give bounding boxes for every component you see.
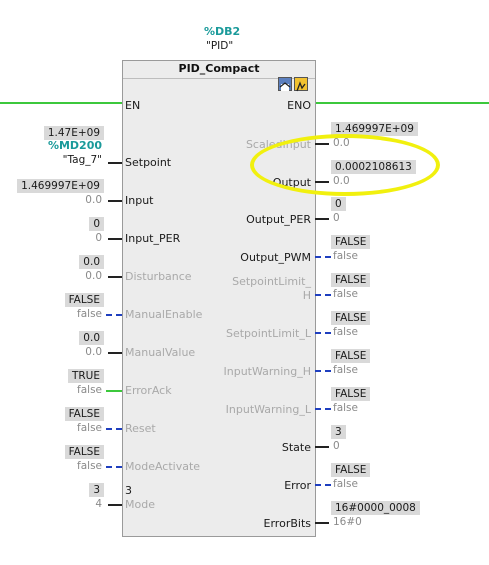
error-sub: false bbox=[333, 478, 358, 490]
inputwarning-l-sub: false bbox=[333, 402, 358, 414]
pin-mode-inner-value: 3 bbox=[125, 484, 132, 497]
pin-inputwarning-l-label: InputWarning_L bbox=[225, 403, 311, 416]
disturbance-sub: 0.0 bbox=[85, 270, 102, 282]
setpointlimit-h-sub: false bbox=[333, 288, 358, 300]
pin-manualvalue-label: ManualValue bbox=[125, 346, 196, 359]
inputwarning-h-value[interactable]: FALSE bbox=[331, 349, 371, 363]
pin-errorbits-label: ErrorBits bbox=[263, 517, 311, 530]
power-rail-left bbox=[0, 102, 122, 104]
pid-compact-block[interactable]: PID_Compact EN Setpoint Input Input_PER … bbox=[122, 60, 316, 537]
reset-value[interactable]: FALSE bbox=[64, 407, 104, 421]
highlight-ellipse bbox=[250, 134, 440, 196]
setpoint-address[interactable]: %MD200 bbox=[47, 139, 102, 152]
pin-mode-label: Mode bbox=[125, 498, 155, 511]
pin-setpointlimit-l-label: SetpointLimit_L bbox=[225, 327, 311, 340]
input-value[interactable]: 1.469997E+09 bbox=[17, 179, 104, 193]
db-symbol: "PID" bbox=[206, 40, 234, 52]
output-per-value[interactable]: 0 bbox=[331, 197, 346, 211]
pin-input-label: Input bbox=[125, 194, 154, 207]
errorack-value[interactable]: TRUE bbox=[67, 369, 104, 383]
open-editor-icon[interactable] bbox=[278, 77, 292, 91]
setpoint-tag[interactable]: "Tag_7" bbox=[62, 154, 102, 166]
input-sub: 0.0 bbox=[85, 194, 102, 206]
pin-reset-label: Reset bbox=[125, 422, 156, 435]
error-value[interactable]: FALSE bbox=[331, 463, 371, 477]
manualenable-sub: false bbox=[77, 308, 102, 320]
setpointlimit-h-value[interactable]: FALSE bbox=[331, 273, 371, 287]
pin-state-label: State bbox=[281, 441, 311, 454]
pin-setpoint-label: Setpoint bbox=[125, 156, 172, 169]
errorbits-value[interactable]: 16#0000_0008 bbox=[331, 501, 420, 515]
output-per-sub: 0 bbox=[333, 212, 340, 224]
errorbits-sub: 16#0 bbox=[333, 516, 362, 528]
output-pwm-sub: false bbox=[333, 250, 358, 262]
state-sub: 0 bbox=[333, 440, 340, 452]
pin-modeactivate-label: ModeActivate bbox=[125, 460, 201, 473]
inputwarning-h-sub: false bbox=[333, 364, 358, 376]
modeactivate-value[interactable]: FALSE bbox=[64, 445, 104, 459]
manualenable-value[interactable]: FALSE bbox=[64, 293, 104, 307]
pin-input-per-label: Input_PER bbox=[125, 232, 181, 245]
pin-output-pwm-label: Output_PWM bbox=[240, 251, 311, 264]
commissioning-icon[interactable] bbox=[294, 77, 308, 92]
manualvalue-value[interactable]: 0.0 bbox=[79, 331, 104, 345]
modeactivate-sub: false bbox=[77, 460, 102, 472]
input-per-sub: 0 bbox=[95, 232, 102, 244]
db-name: %DB2 bbox=[204, 25, 241, 38]
pin-disturbance-label: Disturbance bbox=[125, 270, 192, 283]
pin-eno-label: ENO bbox=[287, 99, 311, 112]
pin-error-label: Error bbox=[284, 479, 311, 492]
pin-setpointlimit-h-label-2: H bbox=[302, 289, 311, 302]
input-per-value[interactable]: 0 bbox=[89, 217, 104, 231]
reset-sub: false bbox=[77, 422, 102, 434]
mode-sub: 4 bbox=[95, 498, 102, 510]
mode-value[interactable]: 3 bbox=[89, 483, 104, 497]
setpointlimit-l-value[interactable]: FALSE bbox=[331, 311, 371, 325]
block-title: PID_Compact bbox=[178, 62, 260, 75]
setpointlimit-l-sub: false bbox=[333, 326, 358, 338]
state-value[interactable]: 3 bbox=[331, 425, 346, 439]
pin-en-label: EN bbox=[125, 99, 141, 112]
output-pwm-value[interactable]: FALSE bbox=[331, 235, 371, 249]
pin-inputwarning-h-label: InputWarning_H bbox=[223, 365, 311, 378]
inputwarning-l-value[interactable]: FALSE bbox=[331, 387, 371, 401]
power-rail-right bbox=[315, 102, 489, 104]
setpoint-value[interactable]: 1.47E+09 bbox=[43, 126, 104, 140]
scaledinput-value[interactable]: 1.469997E+09 bbox=[331, 122, 418, 136]
pin-output-per-label: Output_PER bbox=[246, 213, 311, 226]
manualvalue-sub: 0.0 bbox=[85, 346, 102, 358]
pin-setpointlimit-h-label-1: SetpointLimit_ bbox=[232, 275, 311, 288]
pin-manualenable-label: ManualEnable bbox=[125, 308, 203, 321]
pin-errorack-label: ErrorAck bbox=[125, 384, 172, 397]
disturbance-value[interactable]: 0.0 bbox=[79, 255, 104, 269]
errorack-sub: false bbox=[77, 384, 102, 396]
